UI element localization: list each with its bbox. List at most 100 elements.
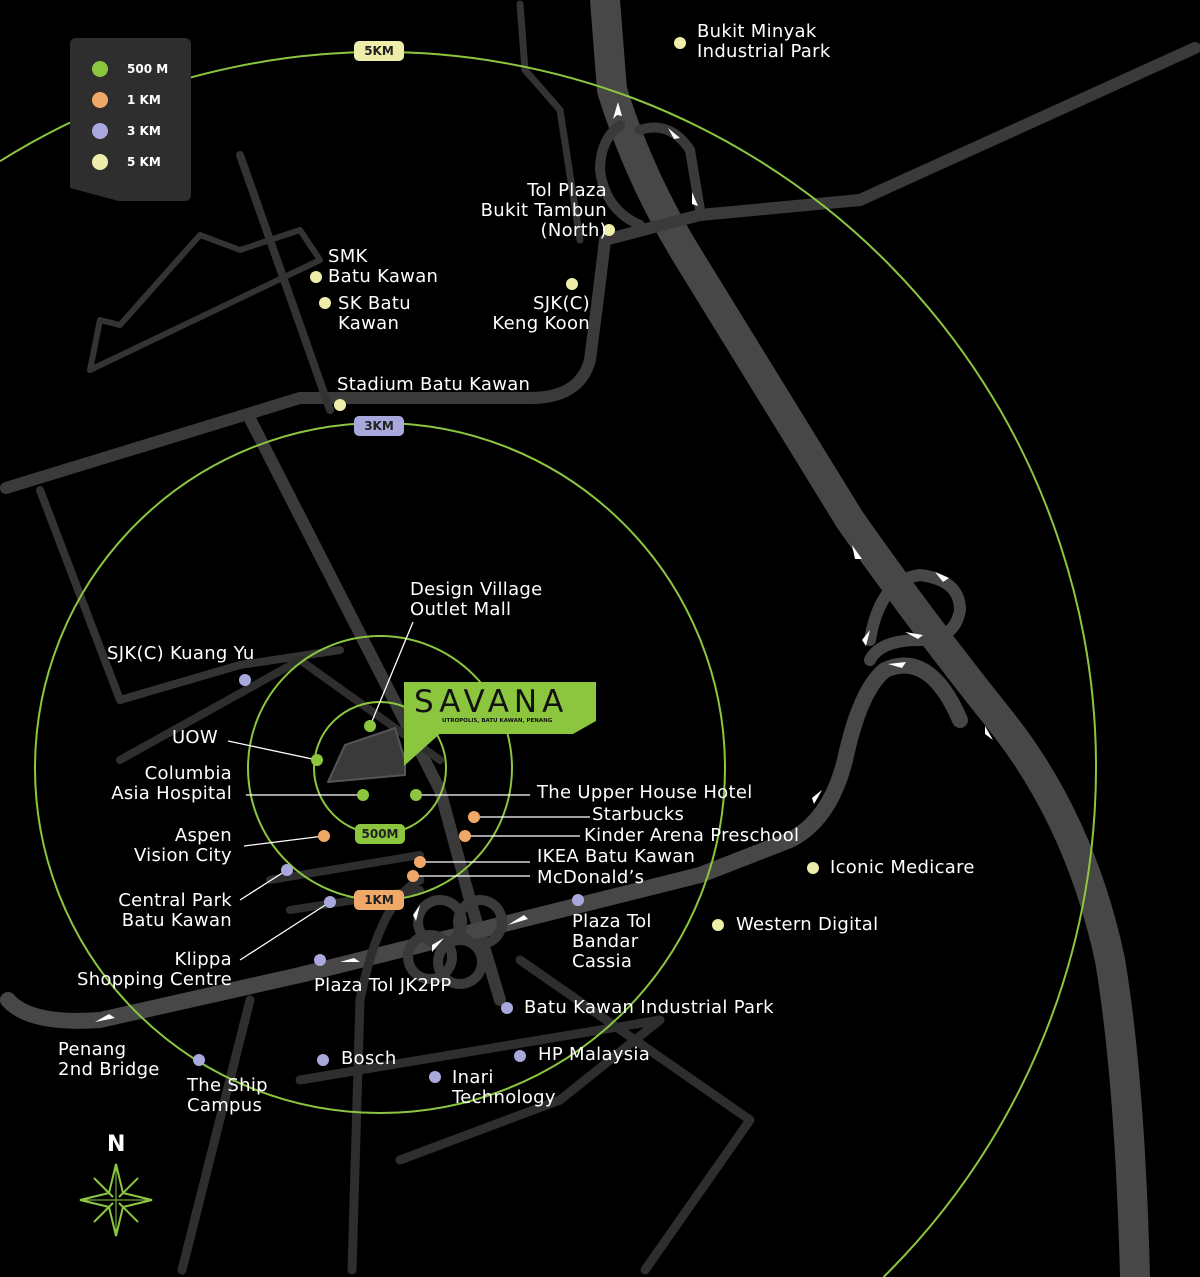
arrow-icon: [508, 915, 528, 925]
poi-dot: [281, 864, 293, 876]
arrow-icon: [862, 630, 870, 646]
poi-mcdonalds: McDonald’s: [537, 867, 645, 888]
poi-dot: [324, 896, 336, 908]
poi-dot: [566, 278, 578, 290]
brand-tagline: UTROPOLIS, BATU KAWAN, PENANG: [442, 718, 553, 724]
poi-central-park: Central Park Batu Kawan: [118, 890, 232, 931]
poi-penang-2nd-bridge: Penang 2nd Bridge: [58, 1039, 160, 1080]
poi-dot: [459, 830, 471, 842]
poi-dot: [407, 870, 419, 882]
poi-iconic-medicare: Iconic Medicare: [830, 857, 975, 878]
poi-inari-technology: Inari Technology: [452, 1067, 556, 1108]
road-east: [599, 42, 1200, 246]
legend-label: 3 KM: [127, 124, 161, 138]
north-label: N: [107, 1132, 126, 1157]
poi-hp-malaysia: HP Malaysia: [538, 1044, 651, 1065]
poi-bukit-minyak: Bukit Minyak Industrial Park: [697, 21, 831, 62]
poi-dot: [501, 1002, 513, 1014]
arrow-icon: [888, 662, 906, 668]
savana-logo: SAVANA UTROPOLIS, BATU KAWAN, PENANG: [404, 682, 596, 734]
poi-dot: [319, 297, 331, 309]
arrow-icon: [692, 192, 698, 206]
leader-lines: [227, 621, 590, 961]
poi-dot: [334, 399, 346, 411]
road-diagonal: [242, 409, 506, 1006]
poi-dot: [193, 1054, 205, 1066]
arrow-icon: [668, 128, 680, 139]
roundabout: [403, 895, 508, 989]
poi-dot: [429, 1071, 441, 1083]
poi-dot: [514, 1050, 526, 1062]
arrow-icon: [812, 790, 822, 804]
poi-design-village: Design Village Outlet Mall: [410, 579, 543, 620]
poi-dot: [712, 919, 724, 931]
arrow-icon: [935, 572, 949, 582]
poi-dot: [603, 224, 615, 236]
arrow-icon: [432, 938, 444, 952]
poi-batu-kawan-industrial-park: Batu Kawan Industrial Park: [524, 997, 774, 1018]
poi-smk-batu-kawan: SMK Batu Kawan: [328, 246, 439, 287]
poi-sk-batu-kawan: SK Batu Kawan: [338, 293, 411, 334]
legend-label: 500 M: [127, 62, 169, 76]
poi-dot: [414, 856, 426, 868]
poi-stadium: Stadium Batu Kawan: [337, 374, 531, 395]
brand-name: SAVANA: [414, 684, 569, 720]
compass-rose-icon: [79, 1163, 153, 1237]
ring-label-3km: 3KM: [354, 416, 404, 436]
poi-dot: [314, 954, 326, 966]
road-south: [177, 875, 755, 1275]
poi-sjkc-kuang-yu: SJK(C) Kuang Yu: [107, 643, 255, 664]
poi-plaza-tol-jk2pp: Plaza Tol JK2PP: [314, 975, 452, 996]
interchange-loop-east: [864, 569, 966, 666]
traffic-arrows: [95, 102, 993, 1022]
poi-western-digital: Western Digital: [736, 914, 879, 935]
poi-sjkc-keng-koon: SJK(C) Keng Koon: [492, 293, 590, 334]
poi-dot: [364, 720, 376, 732]
poi-dot: [310, 271, 322, 283]
poi-dot: [807, 862, 819, 874]
legend-label: 1 KM: [127, 93, 161, 107]
poi-plaza-tol-bandar-cassia: Plaza Tol Bandar Cassia: [572, 911, 652, 972]
poi-ikea: IKEA Batu Kawan: [537, 846, 696, 867]
arrow-icon: [413, 905, 420, 921]
poi-columbia-asia: Columbia Asia Hospital: [111, 763, 232, 804]
poi-starbucks: Starbucks: [592, 804, 685, 825]
poi-bosch: Bosch: [341, 1048, 397, 1069]
poi-dot: [311, 754, 323, 766]
green-dot-icon: [92, 61, 108, 77]
road-west: [36, 486, 344, 704]
road-stadium: [0, 234, 611, 494]
poi-dot: [674, 37, 686, 49]
ring-label-5km: 5KM: [354, 41, 404, 61]
legend-label: 5 KM: [127, 155, 161, 169]
legend: 500 M 1 KM 3 KM 5 KM: [70, 38, 191, 201]
arrow-icon: [95, 1014, 115, 1022]
legend-5km: 5 KM: [92, 154, 161, 170]
arrow-icon: [852, 545, 862, 559]
ring-label-1km: 1KM: [354, 890, 404, 910]
lavender-dot-icon: [92, 123, 108, 139]
legend-3km: 3 KM: [92, 123, 161, 139]
poi-kinder-arena: Kinder Arena Preschool: [584, 825, 800, 846]
road-main-ew: [0, 657, 968, 1029]
poi-dot: [410, 789, 422, 801]
road-north-vertical: [236, 151, 334, 414]
poi-dot: [357, 789, 369, 801]
poi-tol-plaza-bukit-tambun: Tol Plaza Bukit Tambun (North): [480, 180, 607, 241]
arrow-icon: [905, 632, 923, 639]
arrow-icon: [340, 958, 360, 962]
site-parcel: [327, 727, 406, 783]
ring-5km: [0, 51, 1097, 1277]
road-zigzag: [87, 227, 323, 373]
poi-klippa: Klippa Shopping Centre: [77, 949, 232, 990]
poi-aspen-vision-city: Aspen Vision City: [133, 825, 232, 866]
arrow-icon: [613, 102, 622, 119]
legend-500m: 500 M: [92, 61, 168, 77]
poi-dot: [468, 811, 480, 823]
poi-the-ship-campus: The Ship Campus: [187, 1075, 268, 1116]
yellow-dot-icon: [92, 154, 108, 170]
poi-dot: [318, 830, 330, 842]
legend-1km: 1 KM: [92, 92, 161, 108]
poi-dot: [239, 674, 251, 686]
